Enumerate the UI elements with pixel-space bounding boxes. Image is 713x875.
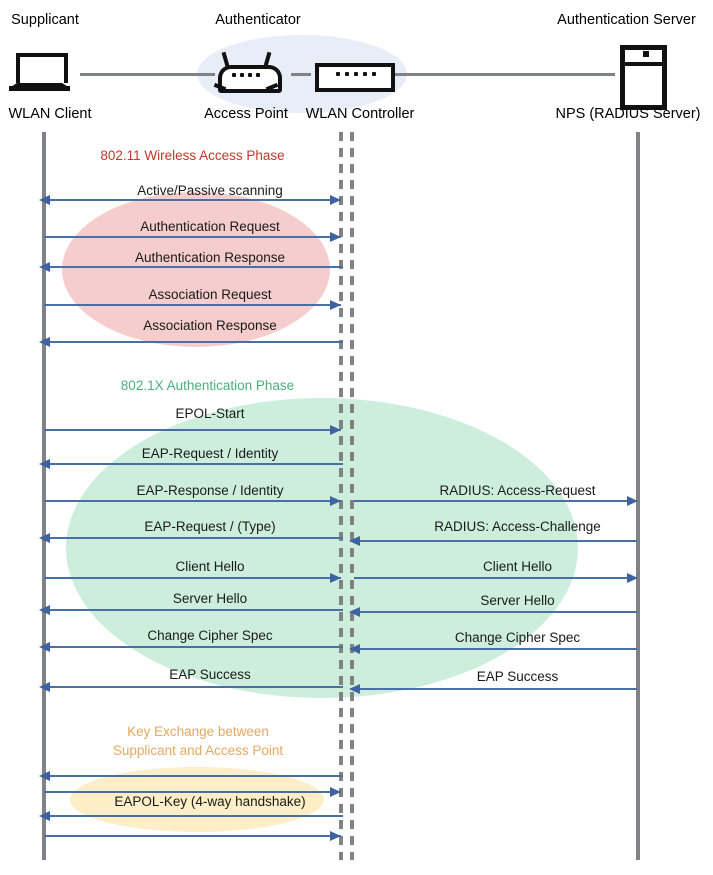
phase-ellipse-wireless-access (62, 192, 330, 347)
lifeline-wlan-controller (350, 132, 354, 860)
message-label-eap-success-right: EAP Success (476, 669, 559, 684)
message-label-server-hello-left: Server Hello (172, 591, 248, 606)
link-ap-to-controller (291, 73, 311, 76)
link-client-to-ap (80, 73, 215, 76)
message-label-eap-success-left: EAP Success (169, 667, 251, 682)
message-label-association-response: Association Response (143, 318, 277, 333)
message-label-eapol-key-handshake: EAPOL-Key (4-way handshake) (114, 794, 306, 809)
message-label-radius-access-challenge: RADIUS: Access-Challenge (434, 519, 601, 534)
phase-label-key-exchange-line1: Key Exchange between (127, 724, 269, 739)
message-label-association-request: Association Request (148, 287, 272, 302)
message-label-eap-response-identity: EAP-Response / Identity (136, 483, 284, 498)
actor-title-authenticator: Authenticator (215, 12, 301, 28)
actor-caption-nps-server: NPS (RADIUS Server) (555, 106, 701, 122)
actor-title-auth-server: Authentication Server (557, 12, 696, 28)
actor-title-supplicant: Supplicant (11, 12, 79, 28)
message-label-epol-start: EPOL-Start (175, 406, 245, 421)
phase-label-dot1x-auth: 802.1X Authentication Phase (120, 378, 295, 393)
message-label-radius-access-request: RADIUS: Access-Request (439, 483, 596, 498)
lifeline-access-point (339, 132, 343, 860)
phase-label-wireless-access: 802.11 Wireless Access Phase (100, 148, 285, 163)
message-label-change-cipher-spec-left: Change Cipher Spec (147, 628, 273, 643)
actor-caption-wlan-client: WLAN Client (8, 106, 92, 122)
message-label-authentication-response: Authentication Response (134, 250, 286, 265)
lifeline-auth-server (636, 132, 640, 860)
message-label-server-hello-right: Server Hello (480, 593, 555, 608)
message-label-authentication-request: Authentication Request (140, 219, 280, 234)
phase-label-key-exchange: Key Exchange between Supplicant and Acce… (88, 722, 308, 760)
message-label-change-cipher-spec-right: Change Cipher Spec (454, 630, 581, 645)
actor-caption-wlan-controller: WLAN Controller (305, 106, 415, 122)
message-label-eap-request-identity: EAP-Request / Identity (141, 446, 279, 461)
message-label-eap-request-type: EAP-Request / (Type) (144, 519, 276, 534)
link-controller-to-server (395, 73, 615, 76)
message-label-active-passive-scanning: Active/Passive scanning (137, 183, 283, 198)
message-label-client-hello-right: Client Hello (482, 559, 553, 574)
lifeline-supplicant (42, 132, 46, 860)
actor-caption-access-point: Access Point (204, 106, 288, 122)
message-label-client-hello-left: Client Hello (175, 559, 245, 574)
phase-label-key-exchange-line2: Supplicant and Access Point (112, 743, 284, 758)
phase-ellipse-key-exchange (70, 767, 324, 832)
phase-ellipse-dot1x-auth (66, 398, 578, 698)
